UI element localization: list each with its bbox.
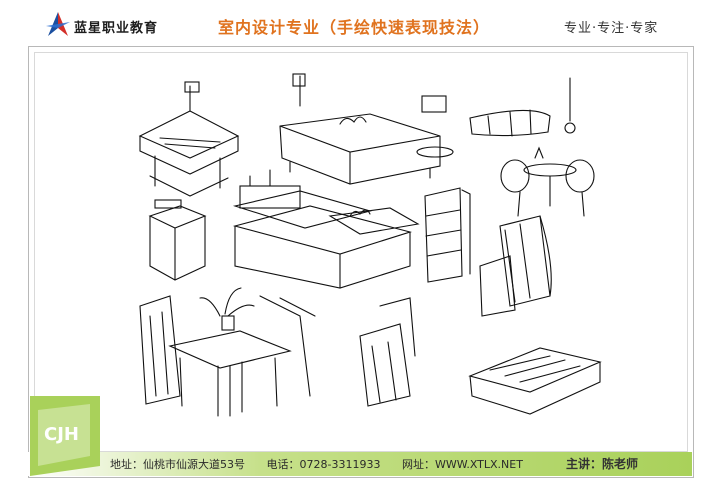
logo-text: 蓝星职业教育 bbox=[74, 21, 159, 36]
page-title: 室内设计专业（手绘快速表现技法） bbox=[218, 18, 491, 37]
sketch-bed bbox=[279, 73, 454, 185]
footer-bar bbox=[28, 452, 692, 476]
furniture-sketch-image bbox=[138, 73, 602, 417]
header: 蓝星职业教育 室内设计专业（手绘快速表现技法） 专业·专注·专家 bbox=[0, 0, 720, 44]
sketch-pillow-roll bbox=[421, 77, 576, 137]
sketch-lamp-table bbox=[138, 81, 240, 197]
footer-address: 地址：仙桃市仙源大道53号 bbox=[110, 458, 245, 471]
sketch-bookcase bbox=[424, 187, 471, 283]
sketch-armchair-right bbox=[479, 215, 552, 317]
footer-phone: 电话：0728-3311933 bbox=[266, 458, 381, 471]
footer-website: 网址：WWW.XTLX.NET bbox=[401, 458, 523, 471]
content-frame bbox=[28, 46, 694, 478]
sketch-dining-table bbox=[139, 287, 316, 417]
cjh-corner-logo: CJH bbox=[30, 396, 100, 476]
content-frame-inner bbox=[34, 52, 688, 452]
sketch-side-table bbox=[148, 199, 207, 281]
footer-lecturer: 主讲：陈老师 bbox=[566, 457, 639, 471]
slogan: 专业·专注·专家 bbox=[564, 21, 659, 36]
corner-logo-text: CJH bbox=[44, 424, 79, 445]
sketch-chair-center bbox=[359, 297, 416, 407]
sketch-sofa bbox=[232, 169, 420, 289]
logo-icon bbox=[46, 12, 70, 36]
footer-contact: 地址：仙桃市仙源大道53号 电话：0728-3311933 网址：WWW.XTL… bbox=[110, 456, 541, 472]
sketch-dining-set bbox=[500, 146, 595, 217]
sketch-bench bbox=[468, 347, 602, 415]
